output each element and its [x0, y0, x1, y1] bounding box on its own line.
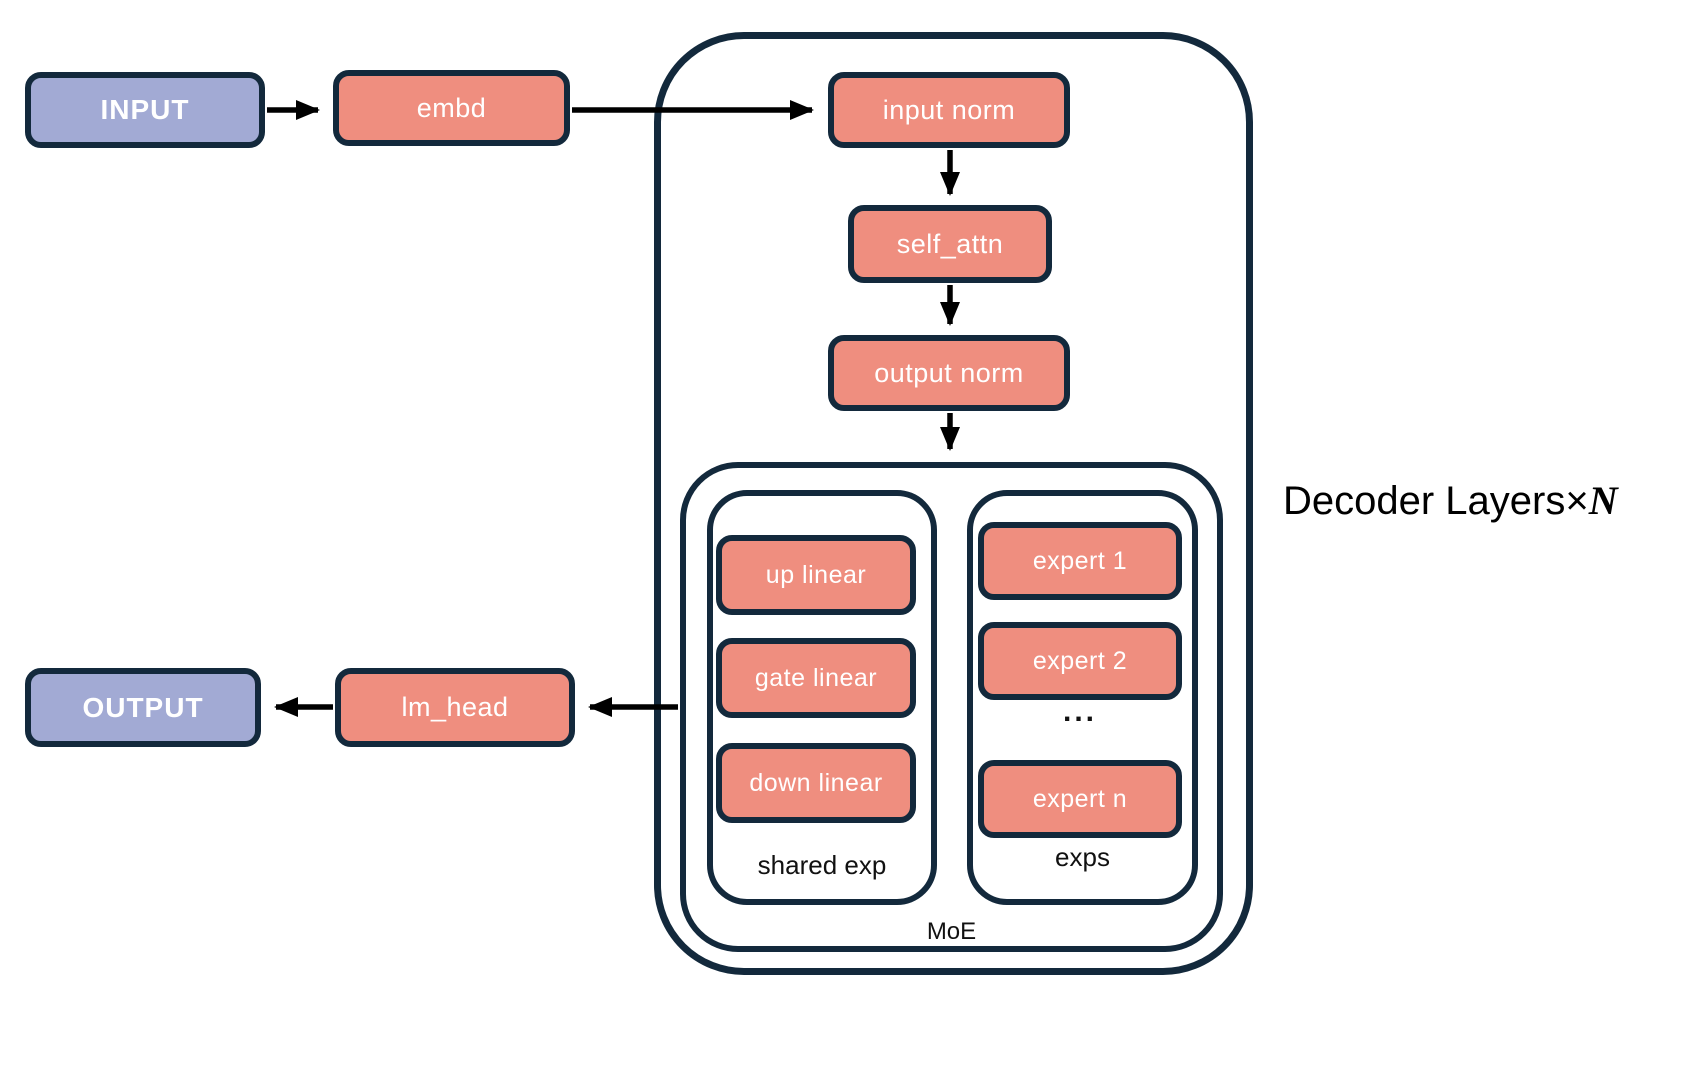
down-linear-node-label: down linear: [749, 768, 883, 797]
input-node: INPUT: [25, 72, 265, 148]
gate-linear-node-label: gate linear: [754, 663, 878, 692]
self-attn-node: self_attn: [848, 205, 1052, 283]
lm-head-node-label: lm_head: [401, 692, 509, 722]
output-norm-node-label: output norm: [874, 357, 1024, 388]
expert-1-node: expert 1: [978, 522, 1182, 600]
input-norm-node: input norm: [828, 72, 1070, 148]
exps-caption: exps: [1055, 842, 1110, 872]
gate-linear-node: gate linear: [716, 638, 916, 718]
up-linear-node-label: up linear: [765, 560, 867, 589]
expert-1-node-label: expert 1: [1032, 546, 1128, 575]
expert-n-node: expert n: [978, 760, 1182, 838]
moe-caption: MoE: [926, 918, 977, 945]
output-node: OUTPUT: [25, 668, 261, 747]
lm-head-node: lm_head: [335, 668, 575, 747]
exps-container: [967, 490, 1198, 905]
self-attn-node-label: self_attn: [896, 228, 1004, 259]
output-node-label: OUTPUT: [82, 691, 204, 723]
decoder-layers-label: Decoder Layers×N: [1283, 477, 1618, 524]
input-node-label: INPUT: [100, 94, 190, 125]
output-norm-node: output norm: [828, 335, 1070, 411]
input-norm-node-label: input norm: [882, 94, 1016, 125]
expert-2-node: expert 2: [978, 622, 1182, 700]
moe-container: [680, 462, 1223, 952]
expert-2-node-label: expert 2: [1032, 646, 1128, 675]
layer-count-n: N: [1588, 478, 1618, 523]
experts-ellipsis: ...: [1062, 695, 1097, 728]
embd-node-label: embd: [416, 92, 487, 123]
expert-n-node-label: expert n: [1032, 784, 1128, 813]
up-linear-node: up linear: [716, 535, 916, 615]
decoder-layers-container: [654, 32, 1253, 975]
embd-node: embd: [333, 70, 570, 146]
decoder-layers-text: Decoder Layers: [1283, 479, 1566, 523]
shared-exp-caption: shared exp: [757, 850, 887, 880]
down-linear-node: down linear: [716, 743, 916, 823]
shared-exp-container: [707, 490, 937, 905]
times-symbol: ×: [1565, 479, 1589, 523]
